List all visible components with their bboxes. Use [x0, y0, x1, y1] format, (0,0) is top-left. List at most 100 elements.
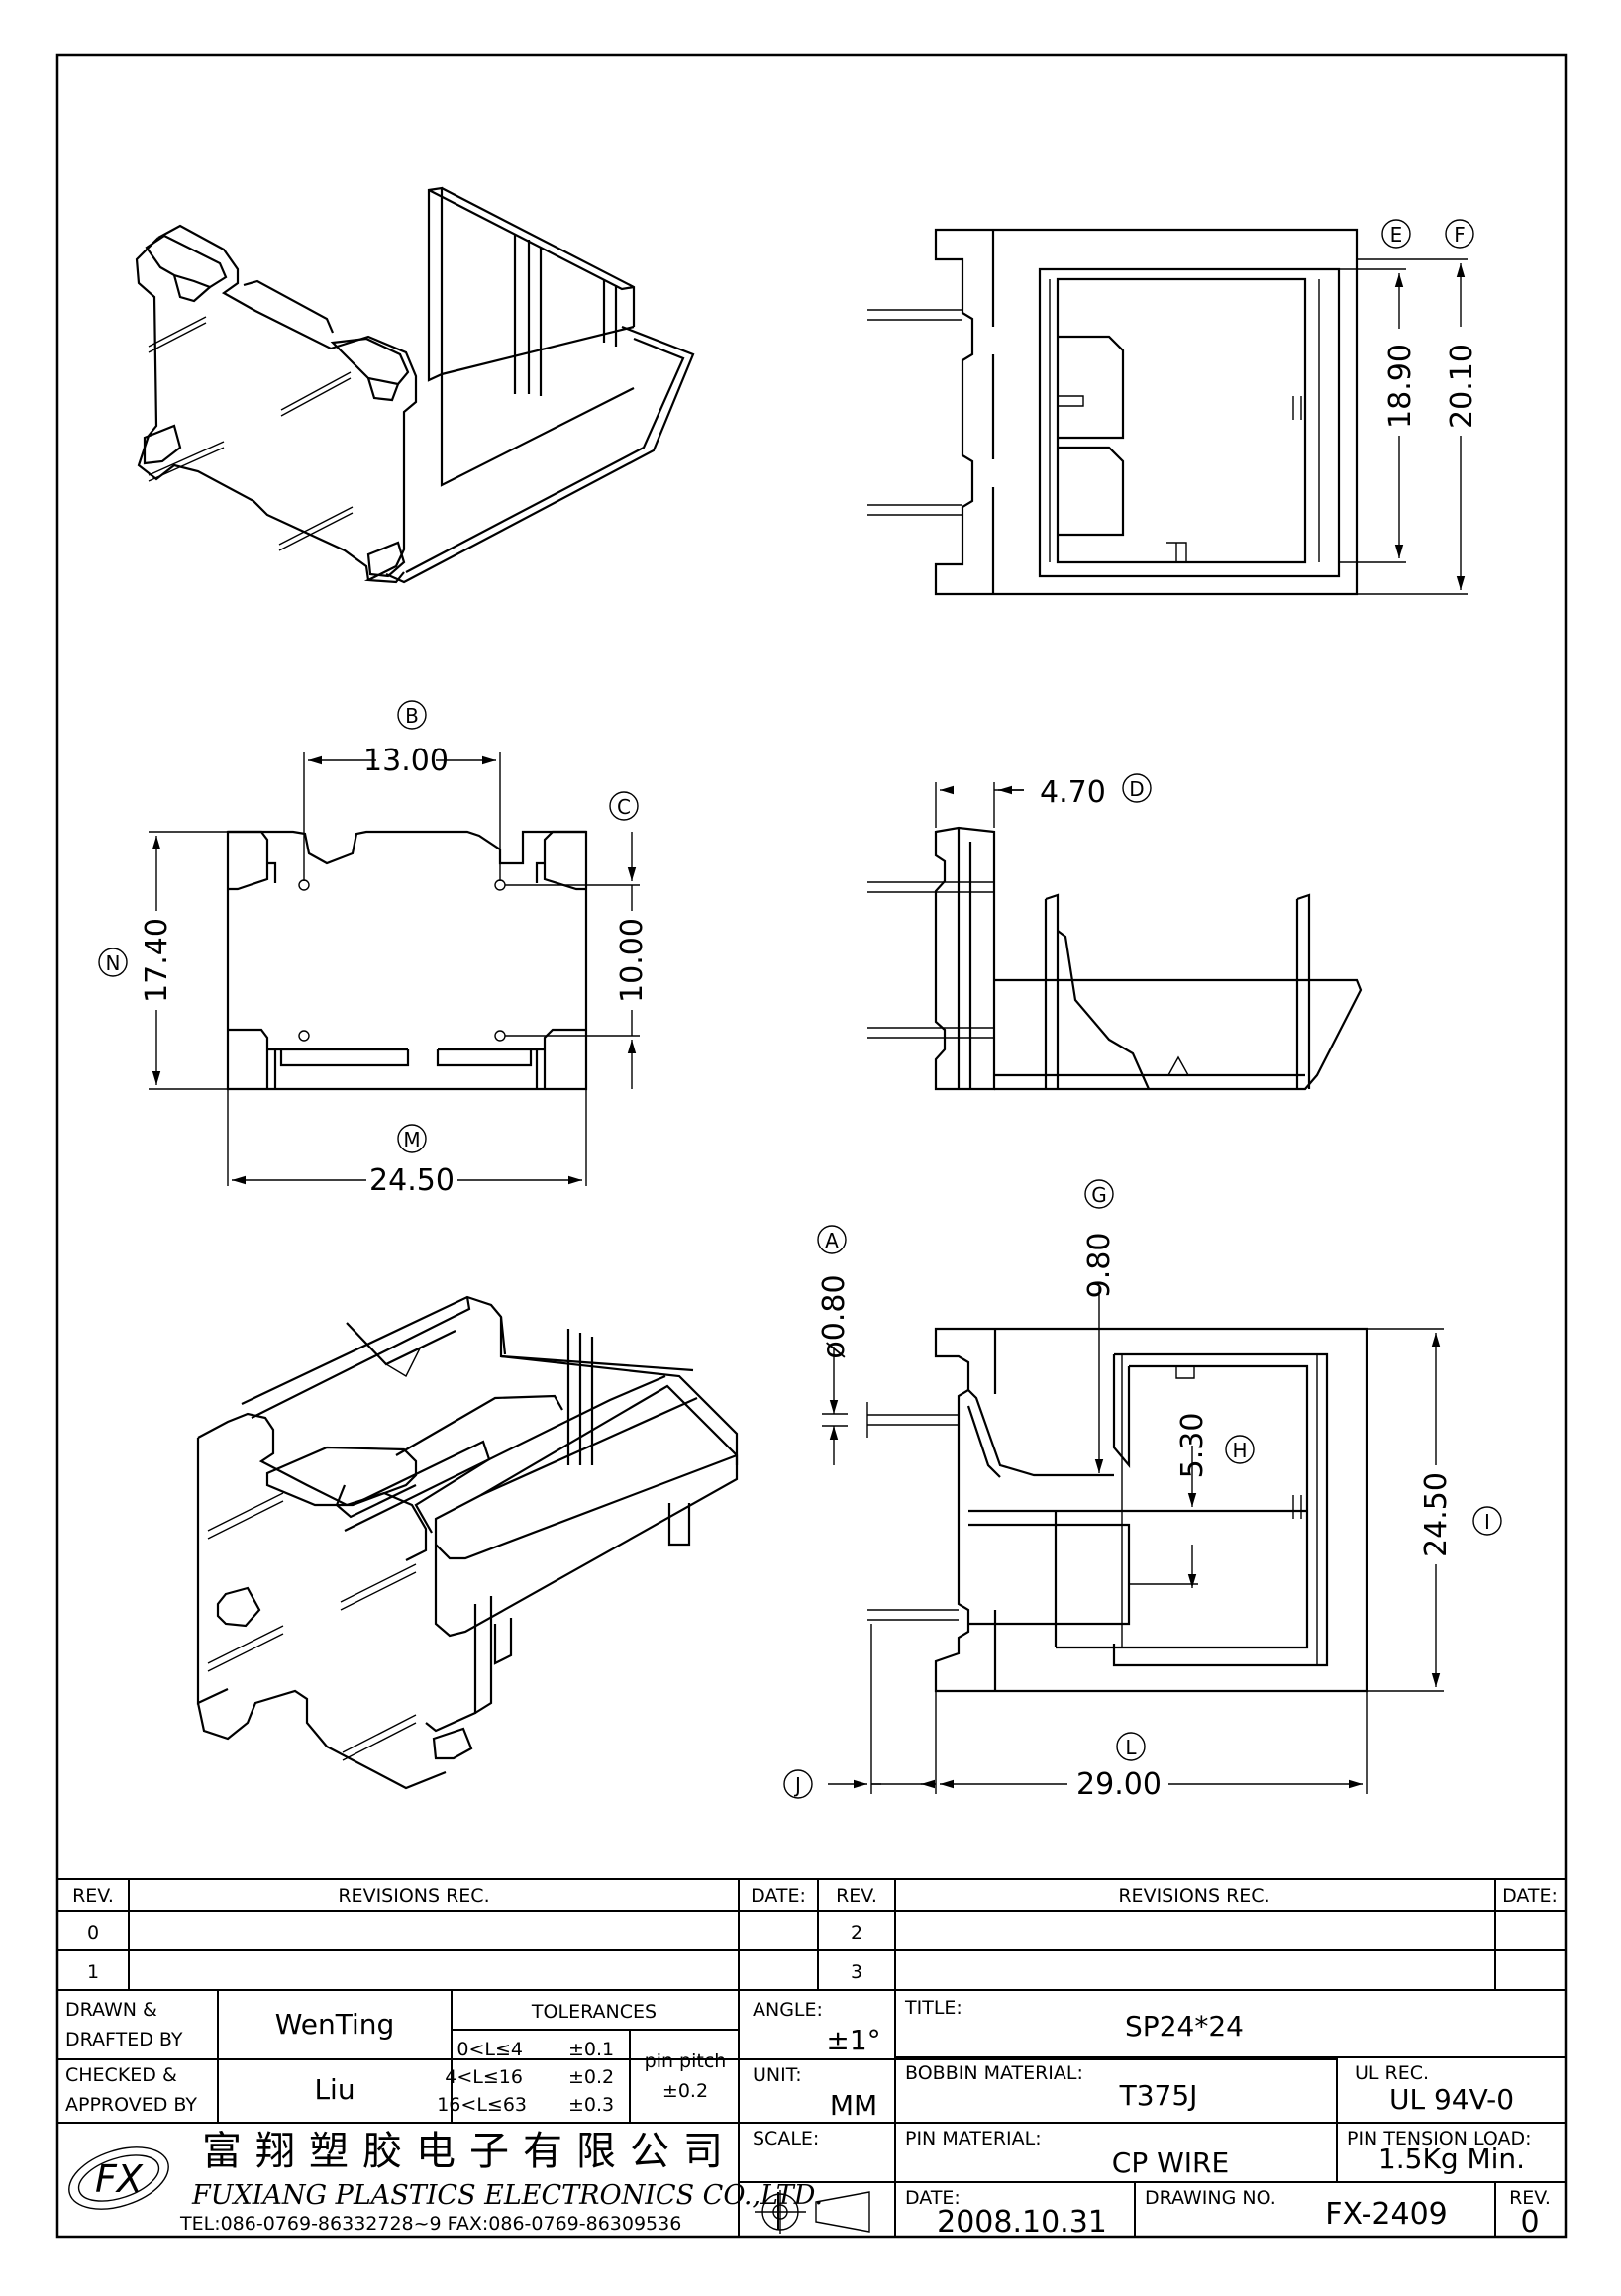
tb-tol-3-range: 16<L≤63 — [437, 2094, 527, 2116]
callout-A: A — [817, 1225, 847, 1254]
tb-rev-value: 0 — [1520, 2205, 1539, 2240]
svg-text:E: E — [1390, 223, 1403, 247]
dim-20-10: 20.10 — [1445, 344, 1479, 429]
callout-N: N — [98, 948, 128, 977]
svg-text:J: J — [793, 1773, 801, 1797]
tb-ul-value: UL 94V-0 — [1389, 2083, 1514, 2116]
dim-9-80: 9.80 — [1082, 1233, 1117, 1299]
svg-text:FX: FX — [95, 2157, 144, 2201]
tb-tol-1-val: ±0.1 — [568, 2039, 614, 2060]
tb-drawn-label-1: DRAWN & — [65, 1999, 157, 2021]
tb-date-label: DATE: — [905, 2187, 961, 2209]
callout-B: B — [397, 700, 427, 730]
tb-date-value: 2008.10.31 — [937, 2205, 1107, 2240]
callouts: B C N M D E F A G H I L J — [98, 219, 1502, 1799]
sheet-border — [55, 53, 1568, 2239]
tb-pin-pitch-label: pin pitch — [645, 2050, 727, 2072]
dim-phi-0-80: ø0.80 — [817, 1274, 852, 1358]
svg-text:L: L — [1125, 1736, 1137, 1759]
view-mid-left — [149, 752, 640, 1186]
svg-text:A: A — [825, 1229, 839, 1252]
callout-J: J — [783, 1769, 813, 1799]
dim-10-00: 10.00 — [615, 918, 650, 1003]
callout-L: L — [1116, 1732, 1146, 1761]
tb-company-cn: 富翔塑胶电子有限公司 — [202, 2129, 737, 2174]
svg-text:F: F — [1454, 223, 1466, 247]
tb-checked-label-2: APPROVED BY — [65, 2094, 197, 2116]
tb-company-tel: TEL:086-0769-86332728~9 FAX:086-0769-863… — [179, 2213, 681, 2235]
callout-I: I — [1472, 1506, 1502, 1536]
tb-pin-tension-value: 1.5Kg Min. — [1378, 2143, 1525, 2175]
tb-pin-tension-label: PIN TENSION LOAD: — [1347, 2128, 1532, 2149]
dim-17-40: 17.40 — [140, 918, 174, 1003]
callout-F: F — [1445, 219, 1474, 249]
tb-date-header-right: DATE: — [1502, 1885, 1558, 1907]
dim-29-00: 29.00 — [1076, 1767, 1162, 1802]
tb-tol-2-range: 4<L≤16 — [445, 2066, 523, 2088]
tb-title-label: TITLE: — [904, 1997, 962, 2019]
iso-view-bottom — [196, 1295, 739, 1790]
view-top-right — [867, 228, 1468, 596]
tb-rev-row-0: 0 — [87, 1922, 99, 1944]
tb-angle-label: ANGLE: — [753, 1999, 823, 2021]
tb-rev-header-right: REV. — [836, 1885, 877, 1907]
tb-tol-3-val: ±0.3 — [568, 2094, 614, 2116]
tb-title-value: SP24*24 — [1125, 2010, 1244, 2043]
title-block — [57, 1878, 1566, 2237]
svg-text:D: D — [1129, 777, 1144, 801]
dim-24-50-bottom: 24.50 — [369, 1163, 455, 1198]
dim-5-30: 5.30 — [1175, 1413, 1210, 1479]
dim-4-70: 4.70 — [1040, 775, 1106, 810]
tb-tol-1-range: 0<L≤4 — [456, 2039, 523, 2060]
projection-symbol-icon — [755, 2190, 870, 2234]
tb-scale-label: SCALE: — [753, 2128, 819, 2149]
tb-revisions-header-left: REVISIONS REC. — [338, 1885, 489, 1907]
svg-text:N: N — [106, 951, 121, 975]
dim-24-50-right: 24.50 — [1419, 1472, 1454, 1557]
tb-rev-header-left: REV. — [72, 1885, 114, 1907]
tb-drawing-no-value: FX-2409 — [1325, 2197, 1448, 2232]
view-mid-right — [867, 782, 1363, 1091]
tb-checked-by: Liu — [314, 2073, 355, 2106]
tb-drawn-label-2: DRAFTED BY — [65, 2029, 183, 2050]
svg-text:I: I — [1484, 1510, 1490, 1534]
dim-18-90: 18.90 — [1383, 344, 1418, 429]
tb-drawn-by: WenTing — [275, 2008, 395, 2041]
tb-rev-label: REV. — [1509, 2187, 1551, 2209]
company-logo-icon: FX — [68, 2146, 169, 2210]
tb-bobbin-value: T375J — [1119, 2079, 1198, 2112]
tb-unit-value: MM — [830, 2089, 877, 2122]
tb-angle-value: ±1° — [826, 2024, 880, 2056]
callout-E: E — [1381, 219, 1411, 249]
callout-H: H — [1225, 1435, 1255, 1464]
tb-company-en: FUXIANG PLASTICS ELECTRONICS CO.,LTD. — [191, 2180, 823, 2211]
svg-text:M: M — [403, 1128, 420, 1151]
tb-bobbin-label: BOBBIN MATERIAL: — [905, 2062, 1083, 2084]
svg-text:G: G — [1091, 1183, 1107, 1207]
tb-unit-label: UNIT: — [753, 2064, 802, 2086]
view-bottom-right — [822, 1287, 1444, 1794]
svg-text:C: C — [617, 795, 631, 819]
tb-pin-material-value: CP WIRE — [1112, 2146, 1229, 2179]
callout-G: G — [1084, 1179, 1114, 1209]
tb-tol-2-val: ±0.2 — [568, 2066, 614, 2088]
tb-drawing-no-label: DRAWING NO. — [1145, 2187, 1276, 2209]
tb-checked-label-1: CHECKED & — [65, 2064, 177, 2086]
svg-text:H: H — [1232, 1439, 1247, 1462]
tb-tolerances-label: TOLERANCES — [531, 2001, 657, 2023]
callout-C: C — [609, 791, 639, 821]
tb-pin-material-label: PIN MATERIAL: — [905, 2128, 1042, 2149]
svg-text:B: B — [405, 704, 419, 728]
tb-revisions-header-right: REVISIONS REC. — [1118, 1885, 1269, 1907]
iso-view-top — [135, 186, 695, 584]
callout-D: D — [1122, 773, 1152, 803]
tb-rev-row-3: 3 — [851, 1961, 862, 1983]
tb-rev-row-1: 1 — [87, 1961, 99, 1983]
tb-rev-row-2: 2 — [851, 1922, 862, 1944]
tb-ul-label: UL REC. — [1355, 2062, 1429, 2084]
dim-13-00: 13.00 — [363, 744, 449, 778]
tb-date-header-left: DATE: — [751, 1885, 806, 1907]
callout-M: M — [397, 1124, 427, 1153]
tb-pin-pitch-val: ±0.2 — [662, 2080, 708, 2102]
